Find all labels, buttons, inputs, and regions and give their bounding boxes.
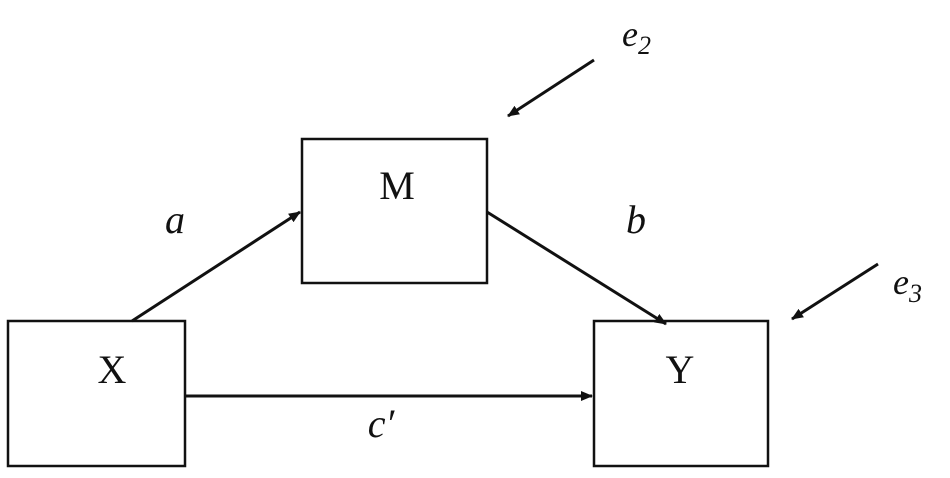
path-a-label: a [165, 197, 185, 242]
node-x-box [6, 319, 187, 468]
path-b-arrow [486, 210, 667, 326]
path-a-arrow [131, 210, 301, 323]
node-x-label: X [98, 347, 127, 392]
error-e2-base: e [622, 14, 638, 54]
error-e2-arrow [507, 58, 595, 118]
node-y-label: Y [666, 347, 695, 392]
path-b-label: b [626, 197, 646, 242]
error-e3-base: e [893, 262, 909, 302]
error-e3-arrow [791, 262, 879, 321]
error-e2-subscript: 2 [638, 31, 651, 60]
error-e3-label: e3 [893, 262, 922, 308]
error-e3-subscript: 3 [908, 279, 922, 308]
node-m-box [300, 137, 489, 285]
path-c-prime-label: c′ [368, 401, 396, 446]
error-e2-label: e2 [622, 14, 651, 60]
node-m-label: M [379, 163, 415, 208]
node-y-box [592, 319, 770, 468]
